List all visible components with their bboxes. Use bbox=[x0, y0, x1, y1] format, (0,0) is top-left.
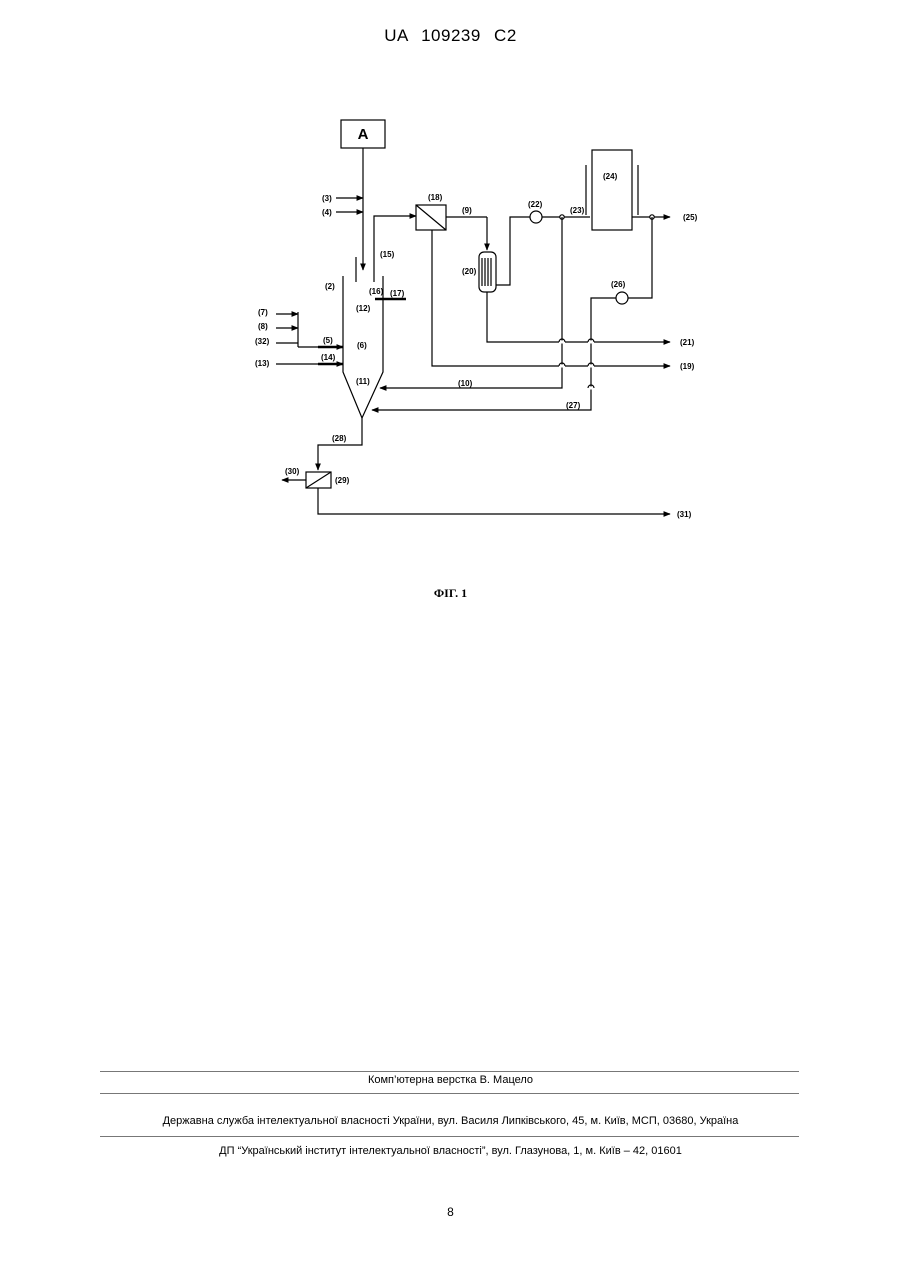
label-16: (16) bbox=[369, 287, 384, 296]
label-27: (27) bbox=[566, 401, 581, 410]
stream-21 bbox=[487, 292, 670, 342]
label-18: (18) bbox=[428, 193, 443, 202]
label-25: (25) bbox=[683, 213, 698, 222]
label-17: (17) bbox=[390, 289, 405, 298]
footer-divider-2 bbox=[100, 1093, 799, 1094]
figure-caption: ФІГ. 1 bbox=[0, 586, 901, 601]
label-12: (12) bbox=[356, 304, 371, 313]
stream-10 bbox=[380, 217, 562, 388]
pump-22 bbox=[530, 211, 542, 223]
label-20: (20) bbox=[462, 267, 477, 276]
label-21: (21) bbox=[680, 338, 695, 347]
label-23: (23) bbox=[570, 206, 585, 215]
stream-15 bbox=[374, 216, 416, 282]
page-number: 8 bbox=[0, 1205, 901, 1219]
label-22: (22) bbox=[528, 200, 543, 209]
label-29: (29) bbox=[335, 476, 350, 485]
label-30: (30) bbox=[285, 467, 300, 476]
label-5: (5) bbox=[323, 336, 333, 345]
label-32: (32) bbox=[255, 337, 270, 346]
label-13: (13) bbox=[255, 359, 270, 368]
label-15: (15) bbox=[380, 250, 395, 259]
label-28: (28) bbox=[332, 434, 347, 443]
label-8: (8) bbox=[258, 322, 268, 331]
label-3: (3) bbox=[322, 194, 332, 203]
footer-divider-1 bbox=[100, 1071, 799, 1072]
agency-address: Державна служба інтелектуальної власност… bbox=[0, 1115, 901, 1127]
label-31: (31) bbox=[677, 510, 692, 519]
layout-credit: Комп’ютерна верстка В. Мацело bbox=[0, 1074, 901, 1086]
institute-address: ДП “Український інститут інтелектуальної… bbox=[0, 1145, 901, 1157]
stream-31 bbox=[318, 488, 670, 514]
label-9: (9) bbox=[462, 206, 472, 215]
label-26: (26) bbox=[611, 280, 626, 289]
box-a-label: A bbox=[358, 126, 369, 143]
label-2: (2) bbox=[325, 282, 335, 291]
label-4: (4) bbox=[322, 208, 332, 217]
label-14: (14) bbox=[321, 353, 336, 362]
label-7: (7) bbox=[258, 308, 268, 317]
stream-28 bbox=[318, 418, 362, 470]
label-6: (6) bbox=[357, 341, 367, 350]
tank-24 bbox=[592, 150, 632, 230]
footer-divider-3 bbox=[100, 1136, 799, 1137]
pump-26 bbox=[616, 292, 628, 304]
label-11: (11) bbox=[356, 377, 370, 386]
label-10: (10) bbox=[458, 379, 473, 388]
label-19: (19) bbox=[680, 362, 695, 371]
label-24: (24) bbox=[603, 172, 618, 181]
